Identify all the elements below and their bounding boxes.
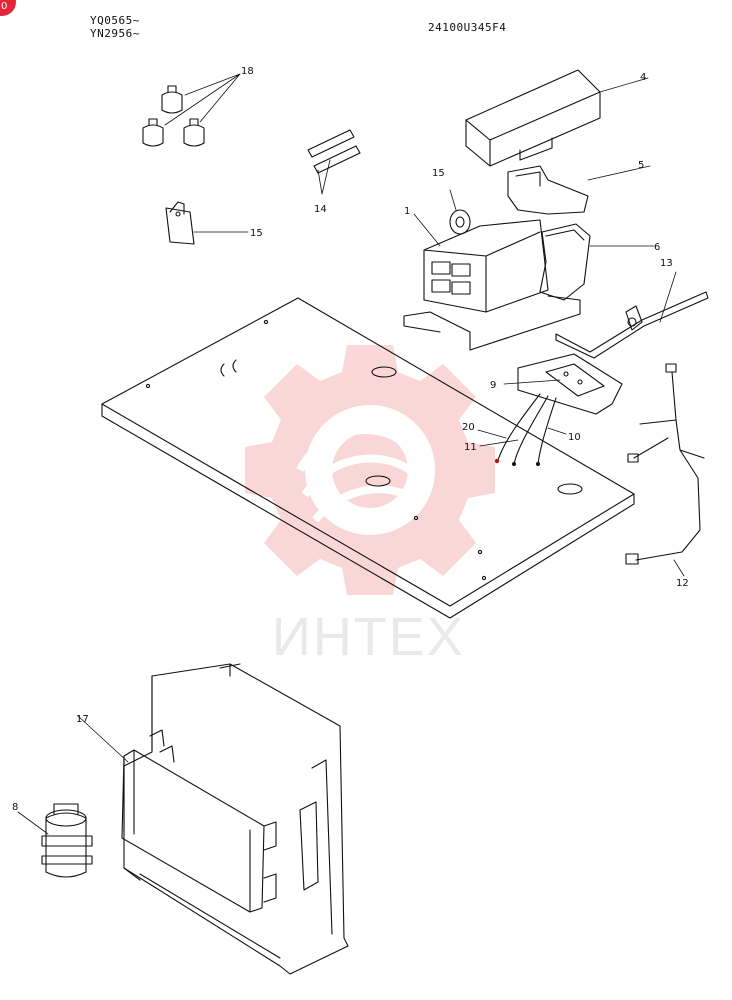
watermark-text: ИНТЕХ [272,607,465,667]
part-17-condenser [77,715,277,913]
callout-12: 12 [676,578,689,589]
watermark-logo [245,345,495,595]
part-18-caps [142,73,241,147]
part-13-pipe [555,271,709,359]
cable-terminal-dot [512,462,516,466]
callout-18: 18 [241,66,254,77]
part-4-cover [465,69,649,167]
part-1-heater-unit [403,213,581,351]
part-5-duct [507,165,651,215]
callout-20: 20 [462,422,475,433]
callout-13: 13 [660,258,673,269]
callout-4: 4 [640,72,646,83]
drawing-number: 24100U345F4 [428,21,507,34]
callout-1: 1 [404,206,410,217]
callout-15-bracket: 15 [250,228,263,239]
callout-11: 11 [464,442,477,453]
part-12-harness [625,363,705,577]
serial-range-1: YQ0565~ [90,14,140,27]
serial-range-2: YN2956~ [90,27,140,40]
part-14-hoses [307,129,361,195]
watermark-gear-icon [245,345,495,595]
callout-10: 10 [568,432,581,443]
lower-frame [123,663,349,975]
callout-5: 5 [638,160,644,171]
part-9-control-panel [503,353,623,415]
callout-15-washer: 15 [432,168,445,179]
parts-10-11-20-cables [477,393,567,465]
callout-14: 14 [314,204,327,215]
callout-17: 17 [76,714,89,725]
cable-terminal-dot [494,458,500,464]
callout-8: 8 [12,802,18,813]
callout-6: 6 [654,242,660,253]
part-15-washer [449,189,471,235]
cable-terminal-dot [536,462,540,466]
part-6-duct [539,223,655,301]
callout-9: 9 [490,380,496,391]
part-8-drier [17,803,93,878]
part-16-bracket [165,201,249,245]
floor-plate [101,297,635,619]
